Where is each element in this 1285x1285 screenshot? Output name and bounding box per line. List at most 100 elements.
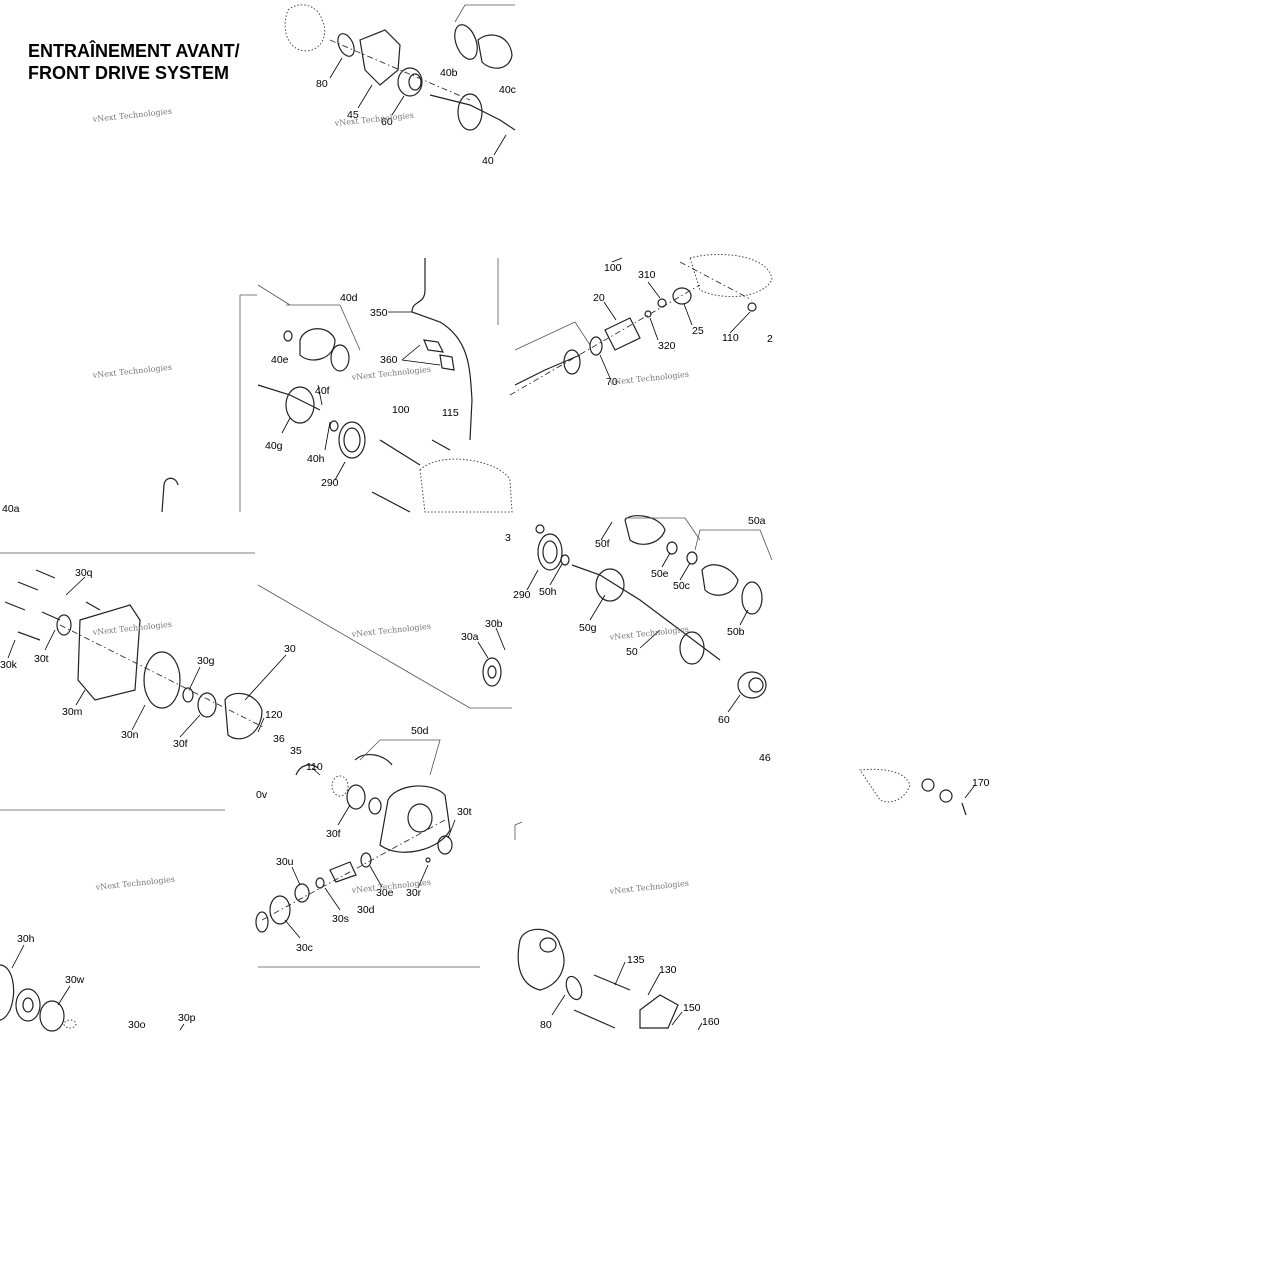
leader-line [611,257,623,263]
washer-inner-part [22,997,34,1013]
boot-part [563,349,581,375]
tile-differential-cover: 30q 30t 30k 30m 30n 30g 30f 30 120 36 35… [0,552,512,801]
tile-shaft-40a: 40a [2,294,257,515]
leader-line [284,919,301,939]
callout-170: 170 [972,777,990,789]
hub-housing-part [284,4,326,52]
spacer-part [331,775,349,797]
bearing-part [269,895,291,925]
nut-part [939,789,953,803]
o-ring-part [143,651,181,709]
leader-line [739,609,749,626]
clip-part [423,339,445,353]
leader-line [401,344,421,361]
leader-line [697,1022,703,1031]
housing-part [379,785,451,853]
callout-50b: 50b [727,626,745,638]
group-bracket [257,584,471,709]
bearing-part [197,692,217,718]
plug-part [425,857,431,863]
watermark-text: vNext Technologies [350,622,431,639]
clamp-part [330,344,350,372]
leader-line [729,311,751,334]
callout-35: 35 [290,745,302,757]
assembly-axis-line [329,39,471,101]
bolt-part [4,601,26,611]
callout-80: 80 [316,78,328,90]
callout-45: 45 [347,109,359,121]
callout-120: 120 [265,709,283,721]
watermark-text: vNext Technologies [608,879,689,896]
snap-ring-part [354,753,393,766]
leader-line [324,887,341,911]
bolt-part [379,439,421,466]
stub-shaft-part [514,354,581,386]
boot-clamp-part [454,24,478,60]
boot-part [477,34,513,69]
callout-30t: 30t [34,653,49,665]
pinion-part [329,861,357,883]
callout-30t: 30t [457,806,472,818]
leader-line [44,629,56,651]
knuckle-part [517,928,565,991]
bolt-part [17,631,41,641]
leader-line [649,317,659,341]
bolt-part [371,491,411,513]
callout-50c: 50c [673,580,690,592]
plug-part [644,310,652,318]
callout-20: 20 [593,292,605,304]
differential-housing-part [689,253,773,298]
breather-hose-part [411,258,473,441]
gear-part [255,911,269,933]
callout-30h: 30h [17,933,35,945]
callout-46: 46 [759,752,771,764]
clamp-part [666,541,678,555]
callout-115: 115 [442,407,459,419]
tile-driveshaft-50: 3 50f 290 50h 50e 50c 50a 50g 50 50b 60 … [505,515,773,764]
callout-30r: 30r [406,887,422,899]
callout-0v: 0v [256,789,268,801]
bolt-part [85,601,101,611]
bolt-part [17,581,39,591]
leader-line [324,421,331,451]
tile-knuckle-outer: 80 45 60 40b 40c 40 [284,4,516,167]
title-line-english: FRONT DRIVE SYSTEM [28,63,230,83]
tile-front-housing: 50d 110 30f 30t 30u 30e 30r 30s 30d 30c [255,725,480,968]
leader-line [65,576,86,596]
leader-line [526,569,539,591]
callout-100: 100 [392,404,410,416]
cv-joint-part [457,93,483,131]
bearing-part [397,67,423,97]
callout-110: 110 [306,761,323,773]
leader-line [447,819,456,839]
watermark-text: vNext Technologies [91,620,172,637]
callout-30n: 30n [121,729,139,741]
diagram-title: ENTRAÎNEMENT AVANT/ FRONT DRIVE SYSTEM [28,40,240,84]
nut-part [747,302,757,312]
circlip-part [315,877,325,889]
leader-line [401,359,441,366]
group-bracket [286,304,361,351]
bearing-inner-part [408,73,422,91]
callout-30f: 30f [173,738,188,750]
boot-part [701,564,739,596]
callout-40e: 40e [271,354,289,366]
shaft-part [257,384,321,411]
leader-line [317,384,323,406]
callout-360: 360 [380,354,398,366]
seal-part [56,614,72,636]
title-line-french: ENTRAÎNEMENT AVANT/ [28,41,240,61]
leader-line [329,57,343,79]
callout-50: 50 [626,646,638,658]
leader-line [614,961,626,986]
callout-30w: 30w [65,974,85,986]
leader-line [75,689,86,706]
leader-line [357,84,373,109]
callout-320: 320 [658,340,676,352]
seal-inner-part [487,665,497,679]
callout-30: 30 [284,643,296,655]
callout-50g: 50g [579,622,597,634]
bushing-part [360,852,372,868]
callout-30o: 30o [128,1019,146,1031]
assembly-axis-line [509,284,701,396]
